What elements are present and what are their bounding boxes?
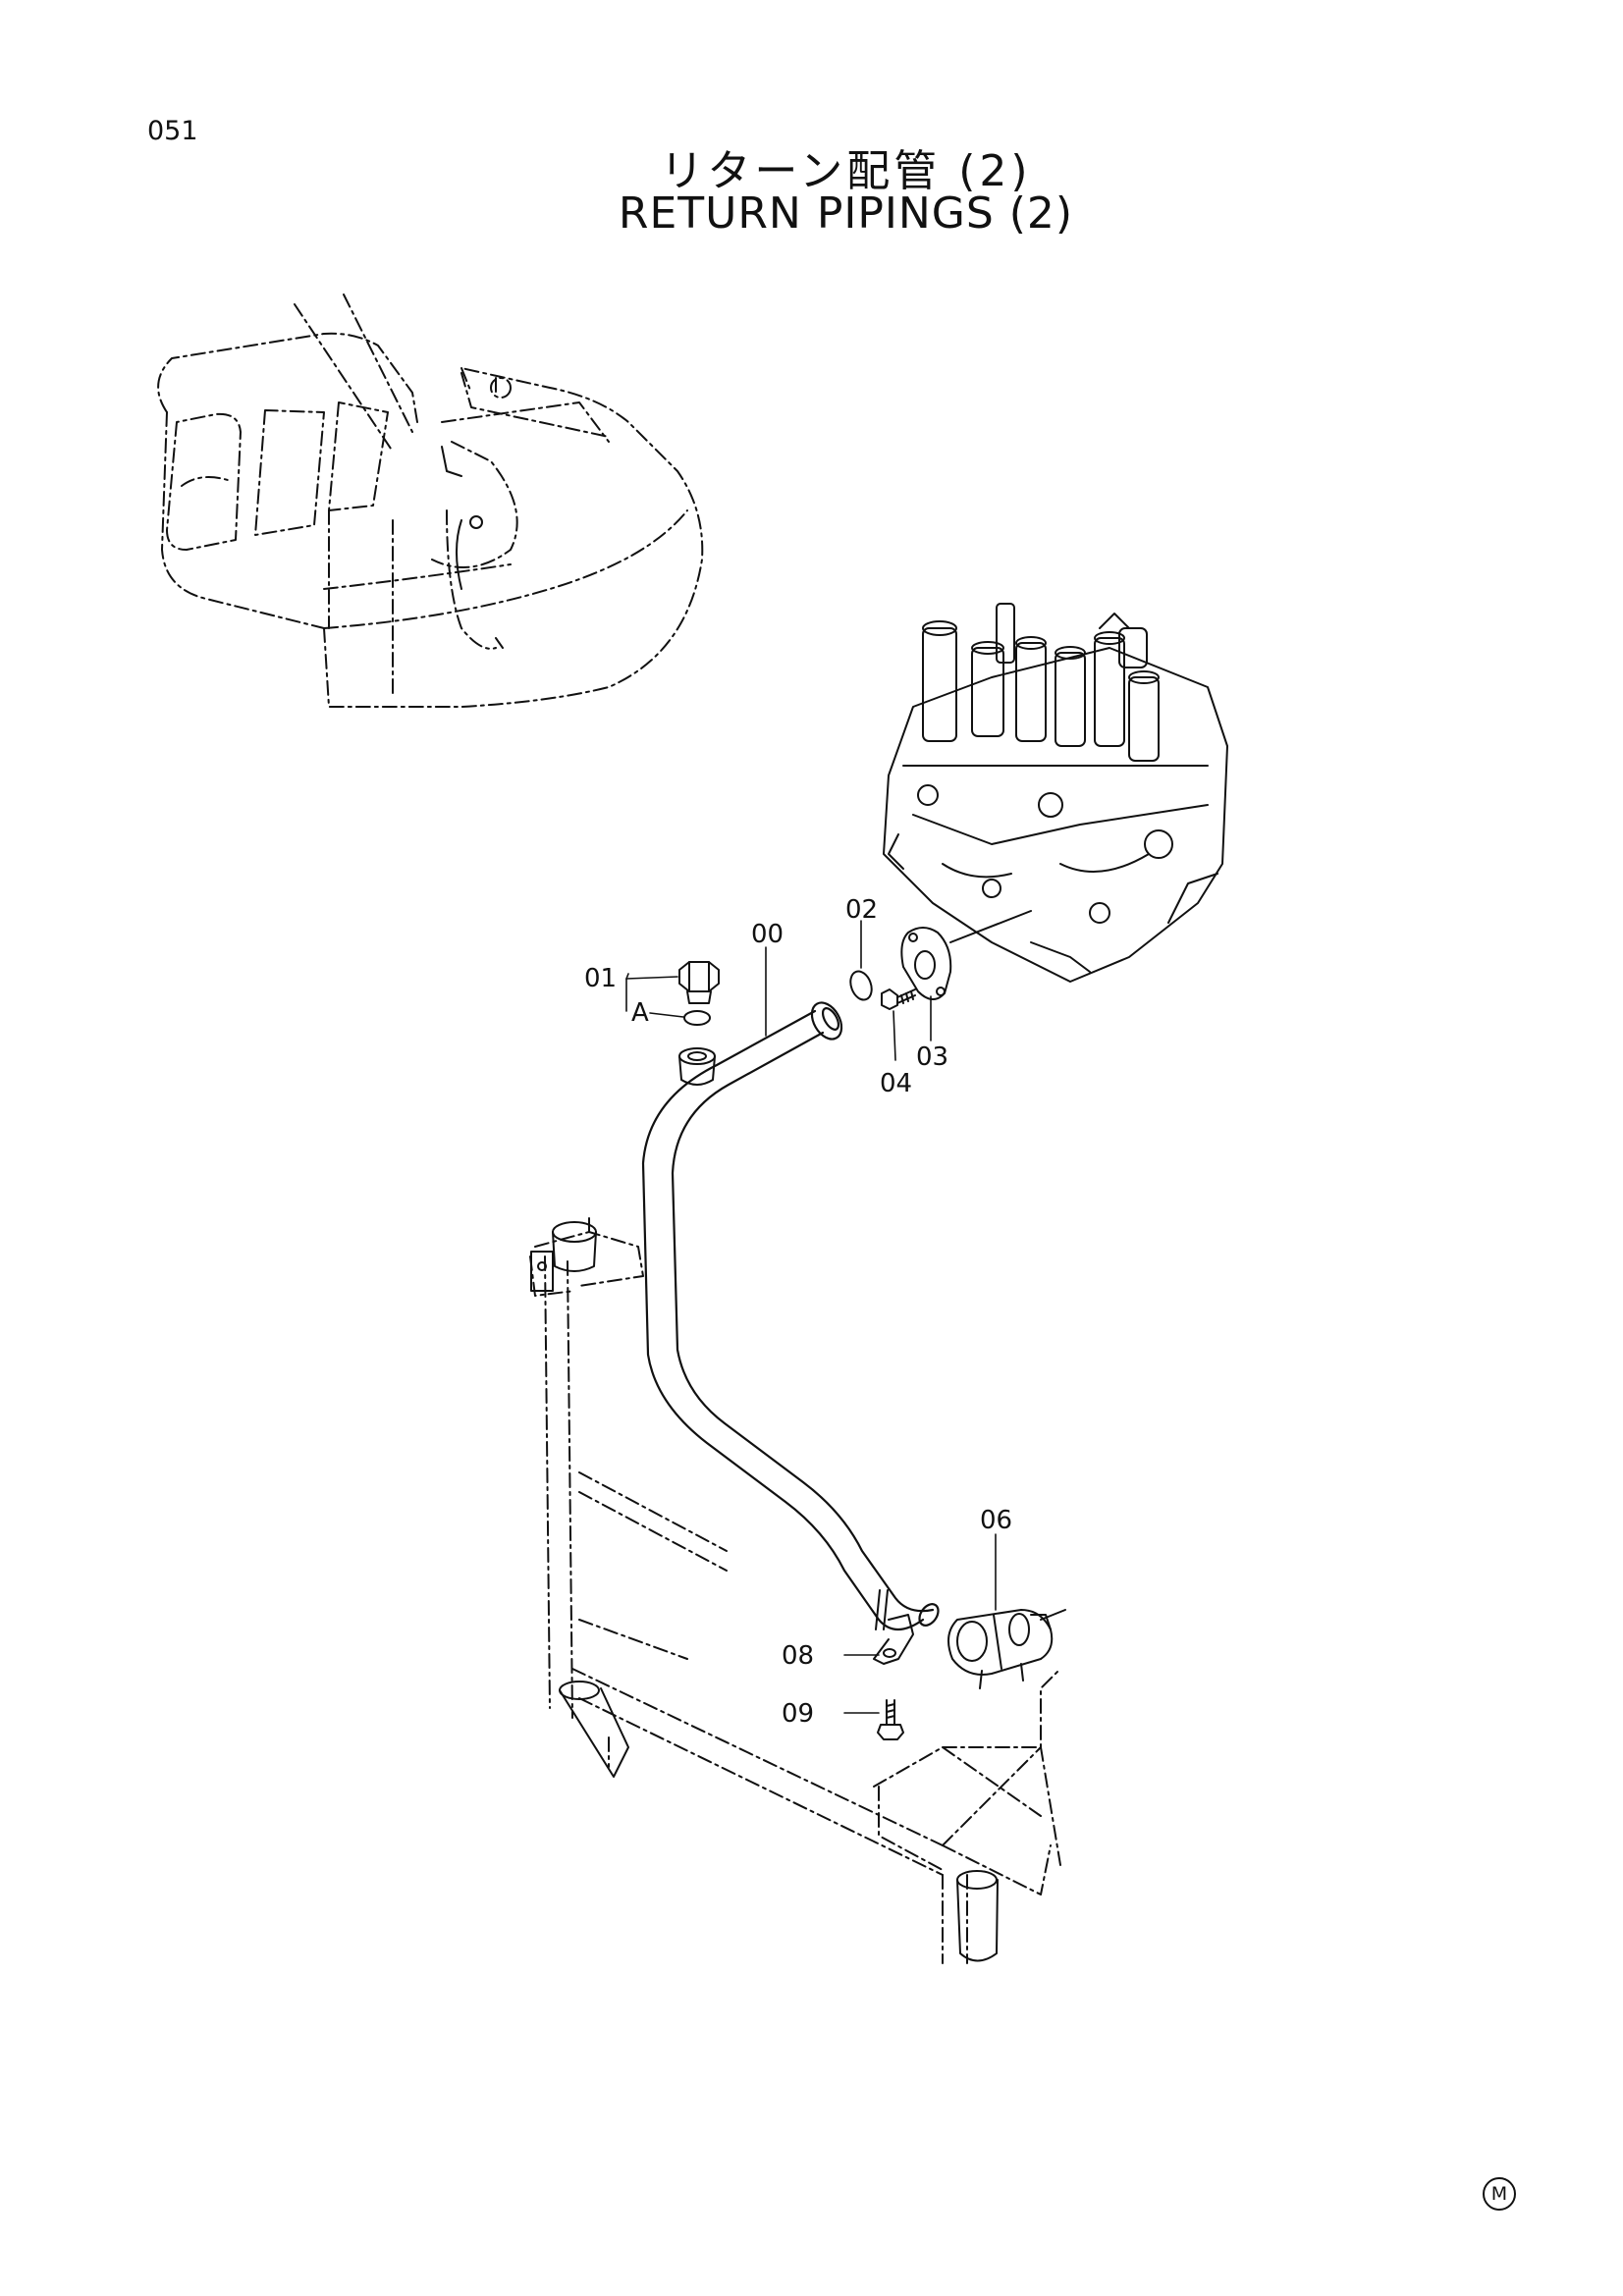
clamp-part-06 [947, 1609, 1066, 1689]
bolt-part-04 [881, 988, 916, 1010]
o-ring-part-a [683, 1010, 711, 1026]
excavator-tank-detail [441, 446, 504, 649]
callout-06: 06 [980, 1506, 1012, 1535]
page-title-japanese: リターン配管 (2) [660, 146, 1032, 196]
m-circle-mark: M [1483, 2177, 1516, 2211]
callout-08: 08 [782, 1641, 814, 1671]
plug-part-01 [678, 961, 720, 1004]
page-title-english: RETURN PIPINGS (2) [618, 188, 1074, 239]
excavator-overview [157, 294, 704, 708]
callout-02: 02 [845, 895, 878, 925]
cooler-inlet-outlet [552, 1221, 999, 1962]
callout-03: 03 [916, 1042, 948, 1072]
page-number: 051 [147, 116, 198, 146]
callout-a: A [631, 998, 649, 1028]
cooler-bracket [530, 1251, 554, 1292]
o-ring-part-02 [849, 970, 873, 1001]
clip-part-08 [873, 1589, 914, 1665]
callout-01: 01 [584, 964, 617, 993]
leader-lines [625, 920, 997, 1714]
callout-00: 00 [751, 920, 784, 949]
flange-part-03 [900, 910, 1032, 1000]
pipe-port-fitting [678, 1047, 716, 1086]
return-pipe [641, 1001, 940, 1631]
callout-09: 09 [782, 1699, 814, 1729]
callout-labels: 01 A 00 02 03 04 06 08 09 [584, 895, 1012, 1729]
bolt-part-09 [877, 1699, 904, 1740]
oil-cooler-frame [529, 1216, 1061, 1964]
callout-04: 04 [880, 1069, 912, 1098]
control-valve [883, 603, 1228, 983]
